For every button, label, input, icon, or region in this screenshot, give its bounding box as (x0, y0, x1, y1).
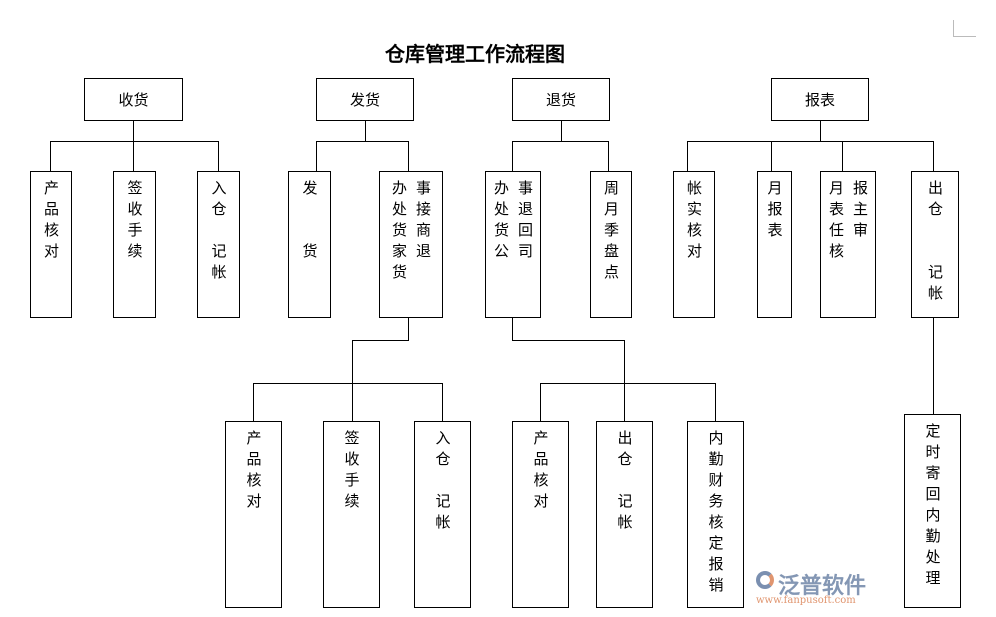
box-text-column: 帐实核对 (685, 180, 703, 264)
box-l3-6: 定时寄回内勤处理 (904, 414, 961, 608)
box-l2-1: 签收手续 (113, 171, 156, 318)
fanpusoft-logo: 泛普软件 www.fanpusoft.com (754, 568, 898, 610)
box-baobiao: 报表 (771, 78, 869, 121)
box-text-column: 入仓 记帐 (209, 180, 228, 285)
connector-line (218, 141, 219, 171)
box-text-column: 出仓 记帐 (926, 180, 944, 306)
box-l2-0: 产品核对 (30, 171, 72, 318)
box-l2-10: 出仓 记帐 (911, 171, 959, 318)
connector-line (365, 120, 366, 141)
connector-line (408, 317, 409, 340)
connector-line (253, 383, 254, 421)
connector-line (408, 141, 409, 171)
connector-line (624, 340, 625, 421)
box-l3-0: 产品核对 (225, 421, 282, 608)
box-l2-3: 发 货 (288, 171, 331, 318)
box-l3-2: 入仓 记帐 (414, 421, 471, 608)
box-text-column: 周月季盘点 (602, 180, 620, 285)
connector-line (540, 383, 716, 384)
connector-line (352, 340, 409, 341)
box-l2-5: 事退回司办处货公 (485, 171, 541, 318)
box-l3-5: 内勤财务核定报销 (687, 421, 744, 608)
box-l2-6: 周月季盘点 (590, 171, 632, 318)
box-text-column: 月报表 (765, 180, 784, 243)
box-l2-8: 月报表 (757, 171, 792, 318)
connector-line (540, 383, 541, 421)
connector-line (771, 141, 772, 171)
box-text-column: 内勤财务核定报销 (706, 430, 725, 598)
connector-line (933, 141, 934, 171)
box-text-column: 产品核对 (531, 430, 550, 514)
box-l2-4: 事接商退办处货家货 (379, 171, 443, 318)
box-label: 发货 (349, 91, 380, 109)
connector-line (933, 317, 934, 414)
box-label: 退货 (545, 91, 576, 109)
box-text-column: 事退回司 (516, 180, 534, 264)
box-text-column: 入仓 记帐 (433, 430, 452, 535)
box-fahuo: 发货 (316, 78, 414, 121)
logo-name: 泛普软件 (778, 574, 867, 599)
connector-line (842, 141, 843, 171)
connector-line (512, 317, 513, 340)
connector-line (512, 340, 625, 341)
connector-line (820, 120, 821, 141)
box-text-column: 办处货公 (492, 180, 510, 264)
connector-line (687, 141, 688, 171)
connector-line (50, 141, 219, 142)
page-title: 仓库管理工作流程图 (385, 42, 565, 66)
logo-url: www.fanpusoft.com (756, 595, 856, 606)
box-text-column: 定时寄回内勤处理 (923, 423, 942, 591)
box-text-column: 办处货家货 (390, 180, 408, 285)
connector-line (133, 120, 134, 141)
connector-line (352, 340, 353, 421)
connector-line (715, 383, 716, 421)
connector-line (316, 141, 317, 171)
box-label: 收货 (118, 91, 149, 109)
connector-line (133, 141, 134, 171)
box-text-column: 事接商退 (414, 180, 432, 264)
box-l3-1: 签收手续 (323, 421, 380, 608)
box-l3-4: 出仓 记帐 (596, 421, 653, 608)
box-text-column: 产品核对 (244, 430, 263, 514)
box-text-column: 报主审 (851, 180, 869, 243)
connector-line (442, 383, 443, 421)
connector-line (316, 141, 409, 142)
box-label: 报表 (804, 91, 835, 109)
box-text-column: 签收手续 (125, 180, 144, 264)
connector-line (608, 141, 609, 171)
connector-line (561, 120, 562, 141)
connector-line (253, 383, 443, 384)
box-text-column: 出仓 记帐 (615, 430, 634, 535)
box-l2-7: 帐实核对 (673, 171, 715, 318)
box-text-column: 发 货 (300, 180, 319, 264)
box-l2-9: 报主审月表任核 (820, 171, 876, 318)
box-tuihuo: 退货 (512, 78, 610, 121)
box-text-column: 月表任核 (827, 180, 845, 264)
connector-line (687, 141, 934, 142)
box-text-column: 签收手续 (342, 430, 361, 514)
connector-line (512, 141, 609, 142)
connector-line (512, 141, 513, 171)
box-l2-2: 入仓 记帐 (197, 171, 240, 318)
box-l3-3: 产品核对 (512, 421, 569, 608)
box-text-column: 产品核对 (42, 180, 60, 264)
connector-line (50, 141, 51, 171)
page-corner-mark (953, 20, 976, 37)
box-shouhuo: 收货 (84, 78, 183, 121)
logo-icon (756, 571, 774, 589)
